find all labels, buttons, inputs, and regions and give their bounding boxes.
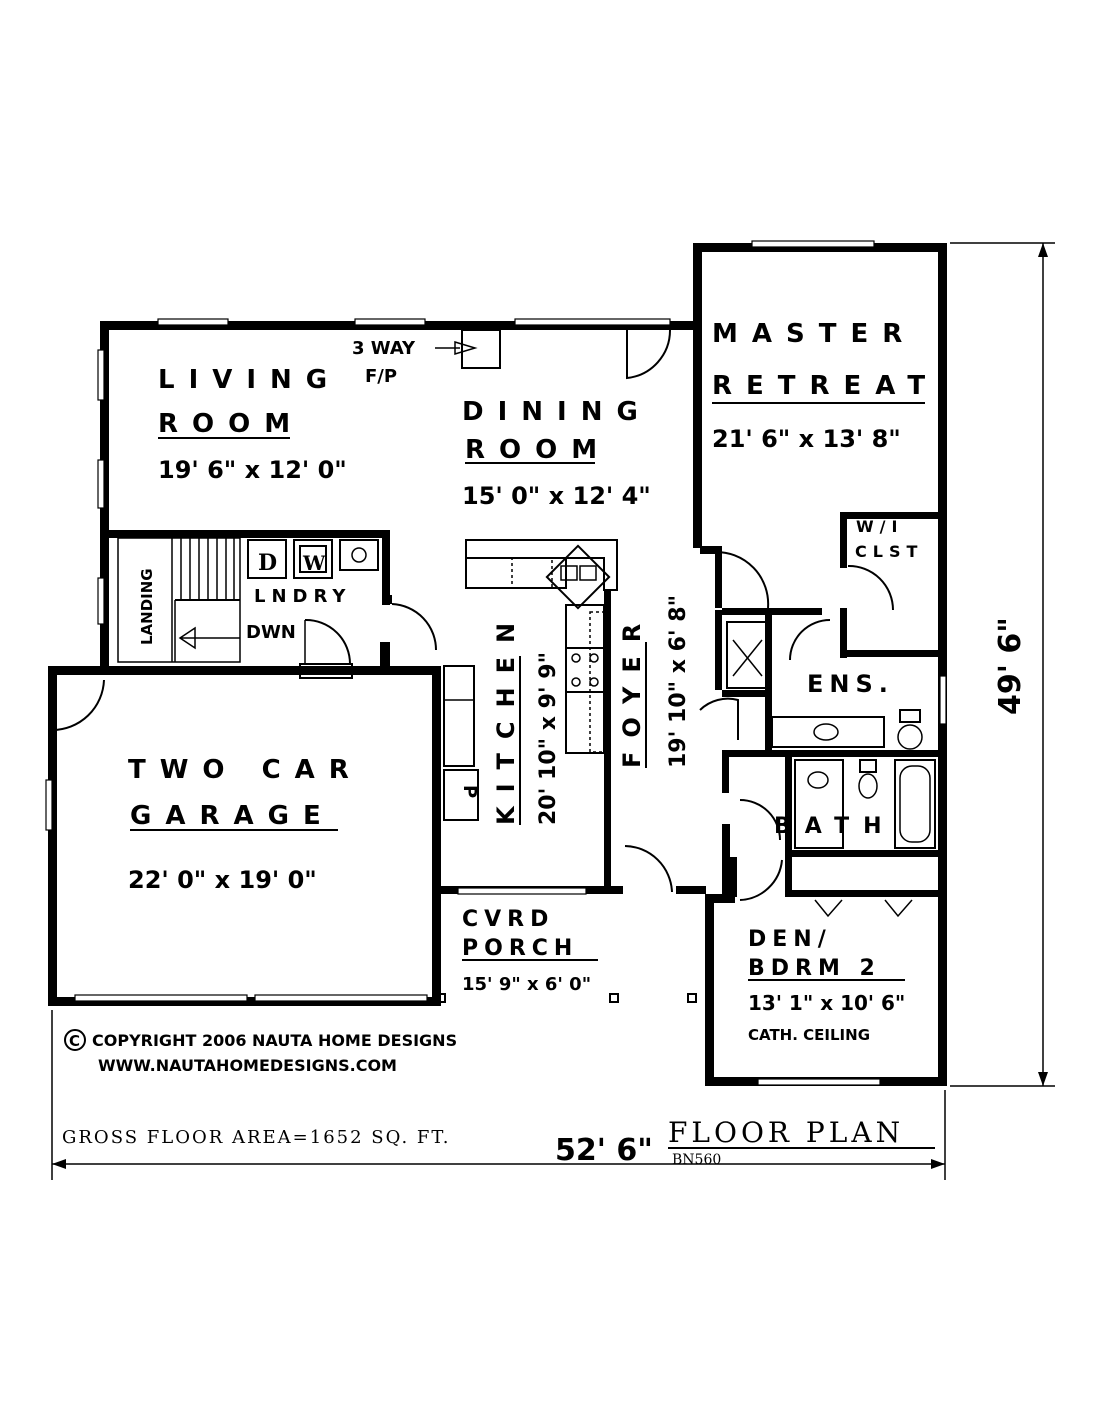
overall-width-label: 52' 6" bbox=[555, 1133, 653, 1168]
ens-label: ENS. bbox=[807, 670, 894, 698]
porch-posts bbox=[436, 993, 697, 1003]
bath-label: BATH bbox=[774, 814, 896, 839]
living-size: 19' 6" x 12' 0" bbox=[158, 456, 347, 484]
overall-depth-label: 49' 6" bbox=[993, 617, 1028, 715]
stairs-down-label: DWN bbox=[246, 622, 296, 643]
copyright-symbol: C bbox=[69, 1032, 80, 1050]
master-label-line1: MASTER bbox=[712, 319, 916, 349]
website-text: WWW.NAUTAHOMEDESIGNS.COM bbox=[98, 1056, 397, 1075]
overall-width: 52' 6" bbox=[555, 1133, 653, 1168]
room-laundry: LNDRY D W bbox=[254, 550, 351, 607]
doors bbox=[51, 329, 894, 901]
foyer-size: 19' 10" x 6' 8" bbox=[666, 595, 691, 768]
windows bbox=[45, 240, 947, 1086]
room-porch: CVRD PORCH 15' 9" x 6' 0" bbox=[462, 907, 598, 995]
plan-title: FLOOR PLAN bbox=[668, 1116, 904, 1149]
garage-label-line1: TWO CAR bbox=[128, 755, 363, 785]
porch-size: 15' 9" x 6' 0" bbox=[462, 974, 591, 995]
bath-fixtures bbox=[726, 621, 936, 849]
kitchen-size: 20' 10" x 9' 9" bbox=[536, 652, 561, 825]
foyer-label: FOYER bbox=[618, 610, 646, 768]
room-foyer: FOYER 19' 10" x 6' 8" bbox=[618, 595, 691, 768]
copyright-text: COPYRIGHT 2006 NAUTA HOME DESIGNS bbox=[92, 1031, 457, 1050]
fireplace bbox=[435, 329, 501, 369]
living-label-line2: ROOM bbox=[158, 409, 304, 439]
garage-size: 22' 0" x 19' 0" bbox=[128, 866, 317, 894]
wic-label-line1: W/I bbox=[856, 517, 903, 536]
room-garage: TWO CAR GARAGE 22' 0" x 19' 0" bbox=[128, 755, 363, 894]
master-label-line2: RETREAT bbox=[712, 371, 939, 401]
room-ensuite: ENS. bbox=[807, 670, 894, 698]
wic-label-line2: CLST bbox=[855, 542, 923, 561]
garage-label-line2: GARAGE bbox=[130, 801, 335, 831]
den-label-line1: DEN/ bbox=[748, 927, 832, 952]
laundry-appliances bbox=[247, 539, 379, 579]
room-wic: W/I CLST bbox=[855, 517, 923, 561]
laundry-label: LNDRY bbox=[254, 586, 351, 607]
porch-label-line2: PORCH bbox=[462, 936, 578, 961]
landing-label: LANDING bbox=[138, 568, 156, 645]
master-size: 21' 6" x 13' 8" bbox=[712, 425, 901, 453]
kitchen-label: KITCHEN bbox=[492, 609, 520, 825]
pantry: P bbox=[459, 785, 480, 798]
room-den: DEN/ BDRM 2 13' 1" x 10' 6" CATH. CEILIN… bbox=[748, 927, 905, 1044]
den-note: CATH. CEILING bbox=[748, 1026, 870, 1044]
pantry-label: P bbox=[459, 785, 480, 798]
den-label-line2: BDRM 2 bbox=[748, 956, 881, 981]
landing: LANDING bbox=[138, 568, 156, 645]
dining-label-line2: ROOM bbox=[465, 435, 611, 465]
stairs-label: DWN bbox=[246, 622, 296, 643]
dryer-label: D bbox=[258, 550, 277, 576]
porch-label-line1: CVRD bbox=[462, 907, 554, 932]
fireplace-label-line1: 3 WAY bbox=[352, 338, 416, 359]
den-closet bbox=[814, 899, 913, 918]
den-size: 13' 1" x 10' 6" bbox=[748, 991, 905, 1015]
dimension-lines bbox=[51, 242, 1055, 1180]
room-master: MASTER RETREAT 21' 6" x 13' 8" bbox=[712, 319, 939, 453]
plan-code: BN560 bbox=[672, 1152, 721, 1168]
room-kitchen: KITCHEN 20' 10" x 9' 9" bbox=[492, 609, 561, 825]
title-block: FLOOR PLAN BN560 bbox=[668, 1116, 935, 1168]
kitchen-fixtures bbox=[443, 539, 618, 821]
room-living: LIVING ROOM 19' 6" x 12' 0" bbox=[158, 365, 347, 484]
fireplace-label: 3 WAY F/P bbox=[352, 338, 416, 387]
room-bath: BATH bbox=[774, 814, 896, 839]
overall-depth: 49' 6" bbox=[993, 617, 1028, 715]
fireplace-label-line2: F/P bbox=[365, 366, 397, 387]
copyright-block: C COPYRIGHT 2006 NAUTA HOME DESIGNS WWW.… bbox=[64, 1029, 457, 1075]
washer-label: W bbox=[302, 551, 326, 575]
dining-size: 15' 0" x 12' 4" bbox=[462, 482, 651, 510]
room-dining: DINING ROOM 15' 0" x 12' 4" bbox=[462, 397, 652, 510]
stairs bbox=[117, 537, 241, 663]
gross-floor-area: GROSS FLOOR AREA=1652 SQ. FT. bbox=[62, 1127, 451, 1148]
dining-label-line1: DINING bbox=[462, 397, 652, 427]
area-block: GROSS FLOOR AREA=1652 SQ. FT. bbox=[62, 1127, 451, 1148]
living-label-line1: LIVING bbox=[158, 365, 341, 395]
